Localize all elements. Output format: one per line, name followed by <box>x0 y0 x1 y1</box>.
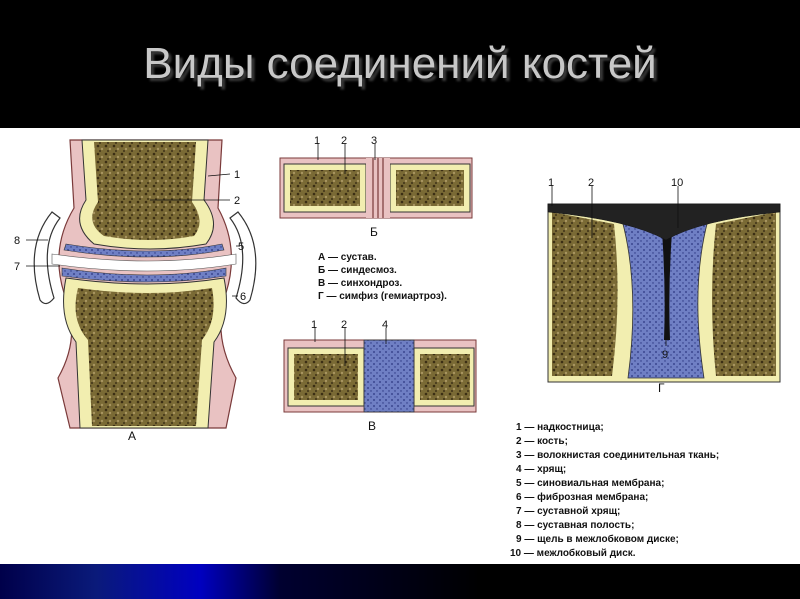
parts-legend-line: 9 — щель в межлобковом диске; <box>516 533 679 545</box>
parts-legend-line: 3 — волокнистая соединительная ткань; <box>516 450 719 461</box>
slide-footer-gradient <box>0 564 800 599</box>
letter-v: В <box>368 419 376 433</box>
label-v-1: 1 <box>311 319 317 331</box>
lower-bone-spongy <box>75 288 214 426</box>
right-pubic-bone <box>712 212 776 376</box>
superior-ligament <box>547 203 781 241</box>
disc-cleft <box>662 232 672 340</box>
label-g-9: 9 <box>662 349 668 361</box>
label-a-2: 2 <box>234 195 240 207</box>
bone-joints-diagram: 1 2 5 6 7 8 А 1 2 3 Б А — сустав. Б — си… <box>14 135 781 559</box>
parts-legend-line: 6 — фиброзная мембрана; <box>516 491 648 503</box>
label-a-8: 8 <box>14 235 20 247</box>
joint-cavity <box>51 253 237 272</box>
parts-legend-line: 2 — кость; <box>516 436 568 447</box>
articular-cartilage-lower <box>61 267 227 283</box>
parts-legend-line: 7 — суставной хрящ; <box>516 506 620 517</box>
parts-legend-line: 4 — хрящ; <box>516 464 566 475</box>
label-v-2: 2 <box>341 319 347 331</box>
label-g-1: 1 <box>548 177 554 189</box>
label-v-4: 4 <box>382 319 388 331</box>
letter-b: Б <box>370 225 378 239</box>
slide-title: Виды соединений костей <box>143 39 657 88</box>
label-b-3: 3 <box>371 135 377 147</box>
parts-legend-line: 5 — синовиальная мембрана; <box>516 477 664 489</box>
label-a-7: 7 <box>14 261 20 273</box>
parts-legend-line: 10 — межлобковый диск. <box>510 547 636 559</box>
label-a-5: 5 <box>238 241 244 253</box>
synchondrosis-diagram-v: 1 2 4 В <box>283 319 477 433</box>
types-legend-line: Г — симфиз (гемиартроз). <box>318 290 447 302</box>
types-legend-line: А — сустав. <box>318 252 377 263</box>
synovial-capsule-right <box>229 211 257 305</box>
upper-bone-spongy <box>92 142 200 240</box>
label-b-1: 1 <box>314 135 320 147</box>
label-b-2: 2 <box>341 135 347 147</box>
syndesmosis-diagram-b: 1 2 3 Б <box>279 135 473 239</box>
synovial-capsule-left <box>33 211 61 305</box>
articular-cartilage-upper <box>63 243 225 258</box>
diagram-panel: 1 2 5 6 7 8 А 1 2 3 Б А — сустав. Б — си… <box>0 128 800 564</box>
label-a-6: 6 <box>240 291 246 303</box>
parts-legend-line: 1 — надкостница; <box>516 422 604 433</box>
symphysis-diagram-g: 1 2 10 9 Г <box>547 177 781 395</box>
joint-diagram-a: 1 2 5 6 7 8 А <box>14 139 257 443</box>
parts-legend-line: 8 — суставная полость; <box>516 520 634 531</box>
label-g-10: 10 <box>671 177 683 189</box>
letter-a: А <box>128 429 136 443</box>
types-legend-line: В — синхондроз. <box>318 278 402 289</box>
types-legend: А — сустав. Б — синдесмоз. В — синхондро… <box>318 252 447 302</box>
types-legend-line: Б — синдесмоз. <box>318 265 397 276</box>
letter-g: Г <box>658 381 665 395</box>
label-g-2: 2 <box>588 177 594 189</box>
left-pubic-bone <box>552 212 618 376</box>
label-a-1: 1 <box>234 169 240 181</box>
parts-legend: 1 — надкостница; 2 — кость; 3 — волокнис… <box>510 422 719 559</box>
